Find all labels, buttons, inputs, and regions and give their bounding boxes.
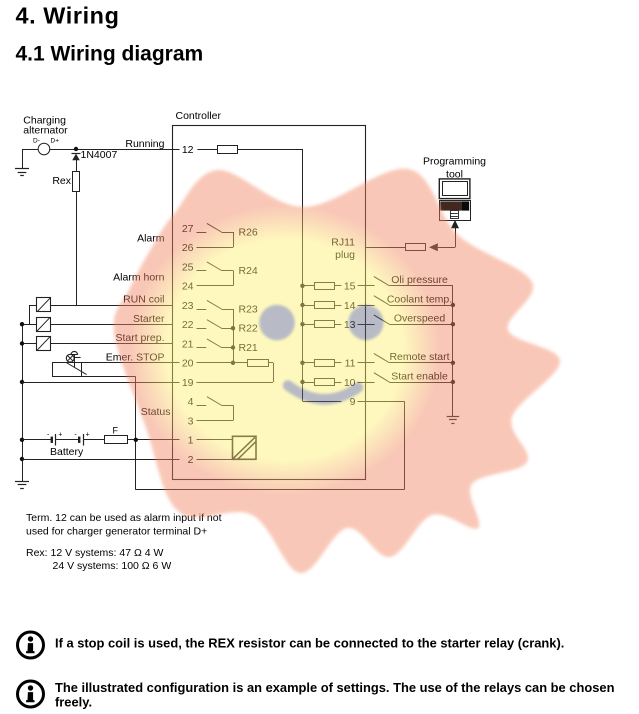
svg-text:12: 12 — [182, 144, 194, 156]
svg-text:alternator: alternator — [23, 125, 68, 137]
svg-text:+: + — [58, 432, 62, 439]
svg-text:D-: D- — [33, 138, 40, 145]
svg-text:Running: Running — [125, 138, 164, 150]
svg-text:4.1 Wiring diagram: 4.1 Wiring diagram — [16, 43, 204, 66]
svg-text:Rex: Rex — [52, 175, 71, 187]
svg-text:tool: tool — [446, 168, 463, 180]
svg-text:Controller: Controller — [176, 110, 222, 122]
svg-text:D+: D+ — [51, 138, 60, 145]
svg-text:Term. 12 can be used as alarm: Term. 12 can be used as alarm input if n… — [26, 512, 222, 524]
svg-text:1N4007: 1N4007 — [81, 149, 118, 161]
svg-text:freely.: freely. — [55, 695, 92, 710]
svg-text:F: F — [113, 425, 119, 435]
svg-text:Programming: Programming — [423, 156, 486, 168]
svg-text:-: - — [47, 432, 50, 439]
svg-text:24 V systems: 100 Ω 6 W: 24 V systems: 100 Ω 6 W — [53, 560, 172, 572]
svg-text:4. Wiring: 4. Wiring — [16, 3, 120, 29]
svg-text:The illustrated configuration: The illustrated configuration is an exam… — [55, 680, 615, 695]
svg-text:Rex: 12 V systems: 47 Ω 4 W: Rex: 12 V systems: 47 Ω 4 W — [26, 547, 163, 559]
svg-text:Charging: Charging — [23, 115, 66, 127]
svg-text:+: + — [86, 432, 90, 439]
svg-text:If a stop coil is used, the RE: If a stop coil is used, the REX resistor… — [55, 636, 564, 651]
svg-text:-: - — [74, 432, 77, 439]
svg-text:Battery: Battery — [50, 446, 84, 458]
svg-text:used for charger generator ter: used for charger generator terminal D+ — [26, 526, 207, 538]
